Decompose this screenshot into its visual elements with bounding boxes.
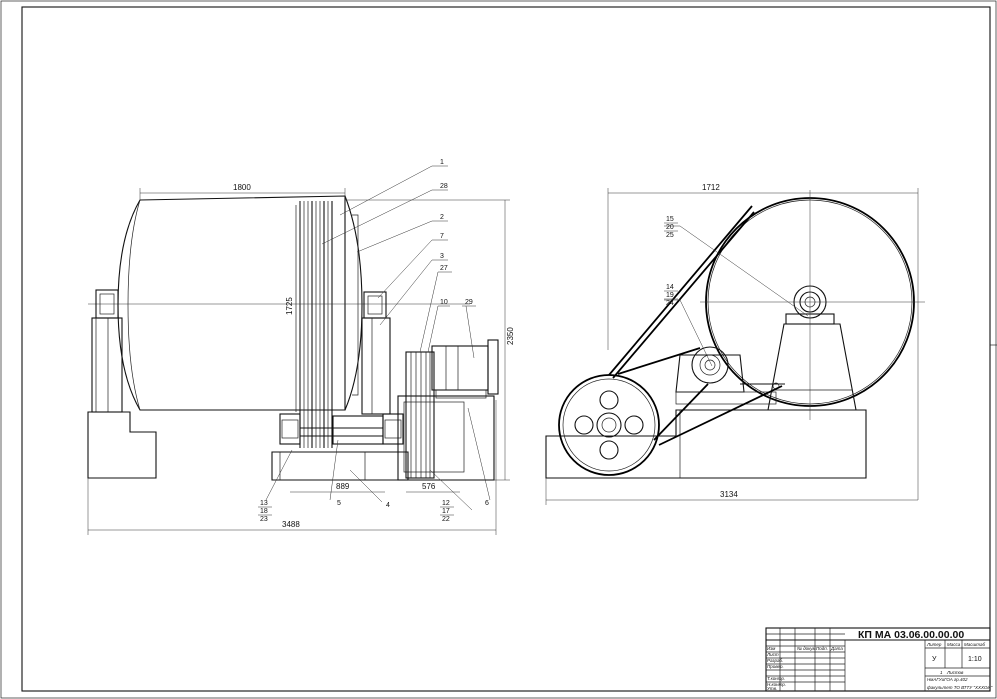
col-sign-header: Подп. bbox=[816, 646, 828, 651]
dim-1800: 1800 bbox=[233, 183, 251, 192]
item-label-10: 10 bbox=[440, 299, 448, 306]
svg-text:25: 25 bbox=[666, 232, 674, 239]
lit-value: У bbox=[932, 656, 937, 663]
electric-motor bbox=[431, 339, 499, 399]
dim-3488: 3488 bbox=[282, 520, 300, 529]
dim-889: 889 bbox=[336, 482, 350, 491]
pedestal bbox=[767, 323, 857, 411]
drum-body bbox=[117, 195, 346, 411]
sheet-number: 1 bbox=[940, 670, 943, 675]
stack-label-15: 15 20 25 bbox=[664, 216, 678, 239]
col-doc-header: № докум. bbox=[797, 646, 817, 651]
dim-2350: 2350 bbox=[506, 327, 515, 345]
title-block bbox=[765, 627, 991, 692]
belt-sheave bbox=[558, 374, 660, 476]
col-mass-header: Масса bbox=[947, 642, 961, 647]
item-label-27: 27 bbox=[440, 265, 448, 272]
svg-text:18: 18 bbox=[260, 508, 268, 515]
item-label-5: 5 bbox=[337, 500, 341, 507]
stack-label-12: 12 17 22 bbox=[440, 500, 454, 523]
svg-text:24: 24 bbox=[666, 300, 674, 307]
dim-576: 576 bbox=[422, 482, 436, 491]
right-view: 1712 3134 15 20 25 14 19 24 bbox=[545, 183, 925, 505]
drive-base bbox=[271, 451, 409, 481]
dim-3134: 3134 bbox=[720, 490, 738, 499]
sheet-label: Листов bbox=[946, 670, 964, 675]
row-label-5: Н.контр. bbox=[767, 682, 786, 687]
item-label-6: 6 bbox=[485, 500, 489, 507]
svg-text:15: 15 bbox=[666, 216, 674, 223]
row-label-4: Т.контр. bbox=[767, 676, 785, 681]
item-label-28: 28 bbox=[440, 183, 448, 190]
svg-text:17: 17 bbox=[442, 508, 450, 515]
org-line-1: НмАГУиГОА гр.402 bbox=[927, 677, 968, 682]
row-label-6: Утв. bbox=[767, 686, 777, 691]
col-date-header: Дата bbox=[830, 646, 843, 651]
item-label-3: 3 bbox=[440, 253, 444, 260]
pulley bbox=[405, 351, 435, 479]
dim-1725: 1725 bbox=[285, 297, 294, 315]
leaders-left bbox=[265, 165, 491, 511]
dim-1712: 1712 bbox=[702, 183, 720, 192]
item-label-29: 29 bbox=[465, 299, 473, 306]
row-label-1: Лист bbox=[766, 652, 779, 657]
row-label-0: Изм bbox=[767, 646, 775, 651]
stack-label-14: 14 19 24 bbox=[664, 284, 678, 307]
svg-text:13: 13 bbox=[260, 500, 268, 507]
svg-text:22: 22 bbox=[442, 516, 450, 523]
row-label-2: Разраб. bbox=[767, 658, 783, 663]
scale-value: 1:10 bbox=[968, 656, 982, 663]
item-label-1: 1 bbox=[440, 159, 444, 166]
item-label-2: 2 bbox=[440, 214, 444, 221]
item-label-4: 4 bbox=[386, 502, 390, 509]
col-scale-header: Масштаб bbox=[964, 642, 985, 647]
drawing-designation: КП МА 03.06.00.00.00 bbox=[858, 629, 964, 641]
motor-pulley bbox=[691, 346, 729, 384]
svg-text:19: 19 bbox=[666, 292, 674, 299]
item-label-7: 7 bbox=[440, 233, 444, 240]
svg-text:14: 14 bbox=[666, 284, 674, 291]
gear-ring bbox=[295, 201, 333, 448]
stack-label-13: 13 18 23 bbox=[258, 500, 272, 523]
svg-text:20: 20 bbox=[666, 224, 674, 231]
col-lit-header: Литер bbox=[926, 642, 942, 647]
left-foundation bbox=[87, 411, 157, 479]
org-line-2: факультет ТО ВТТУ "ХХХОИ" bbox=[927, 685, 993, 690]
left-view: 1800 1725 2350 889 576 3488 bbox=[87, 159, 515, 535]
drawing-frame bbox=[21, 6, 991, 692]
svg-text:12: 12 bbox=[442, 500, 450, 507]
svg-text:23: 23 bbox=[260, 516, 268, 523]
row-label-3: Провер. bbox=[767, 664, 784, 669]
right-foundation bbox=[545, 409, 867, 479]
